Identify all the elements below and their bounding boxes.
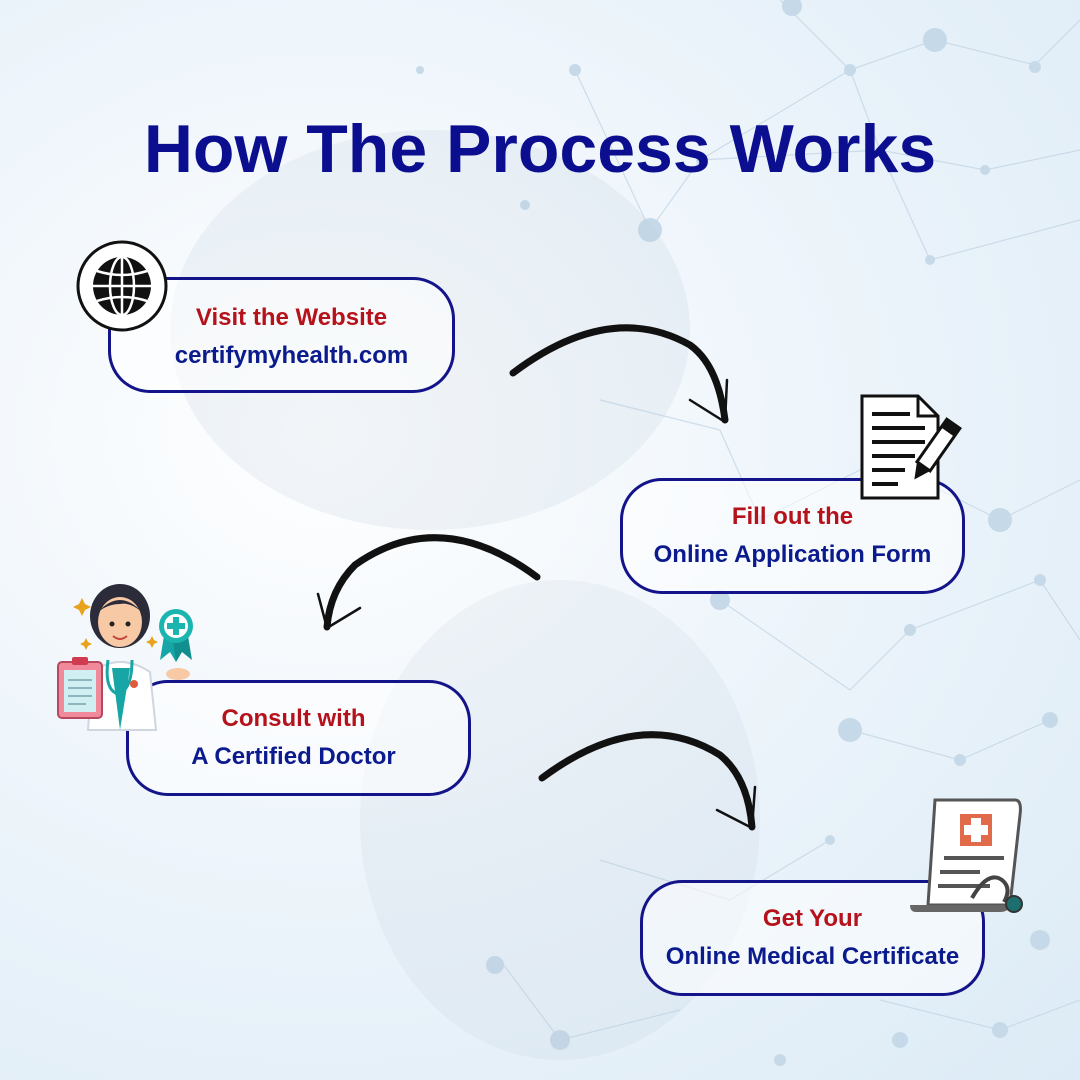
- step-4-detail: Online Medical Certificate: [665, 943, 960, 970]
- step-1-heading: Visit the Website: [195, 304, 388, 331]
- step-3-detail: A Certified Doctor: [191, 743, 396, 770]
- step-4-heading: Get Your: [762, 905, 863, 932]
- step-1-detail: certifymyhealth.com: [174, 342, 409, 369]
- step-2-heading: Fill out the: [731, 503, 854, 530]
- step-consult-doctor: Consult with A Certified Doctor: [126, 680, 471, 796]
- step-visit-website: Visit the Website certifymyhealth.com: [108, 277, 455, 393]
- step-get-certificate: Get Your Online Medical Certificate: [640, 880, 985, 996]
- step-2-detail: Online Application Form: [653, 541, 932, 568]
- step-3-heading: Consult with: [221, 705, 366, 732]
- step-fill-form: Fill out the Online Application Form: [620, 478, 965, 594]
- page-title: How The Process Works: [143, 111, 937, 187]
